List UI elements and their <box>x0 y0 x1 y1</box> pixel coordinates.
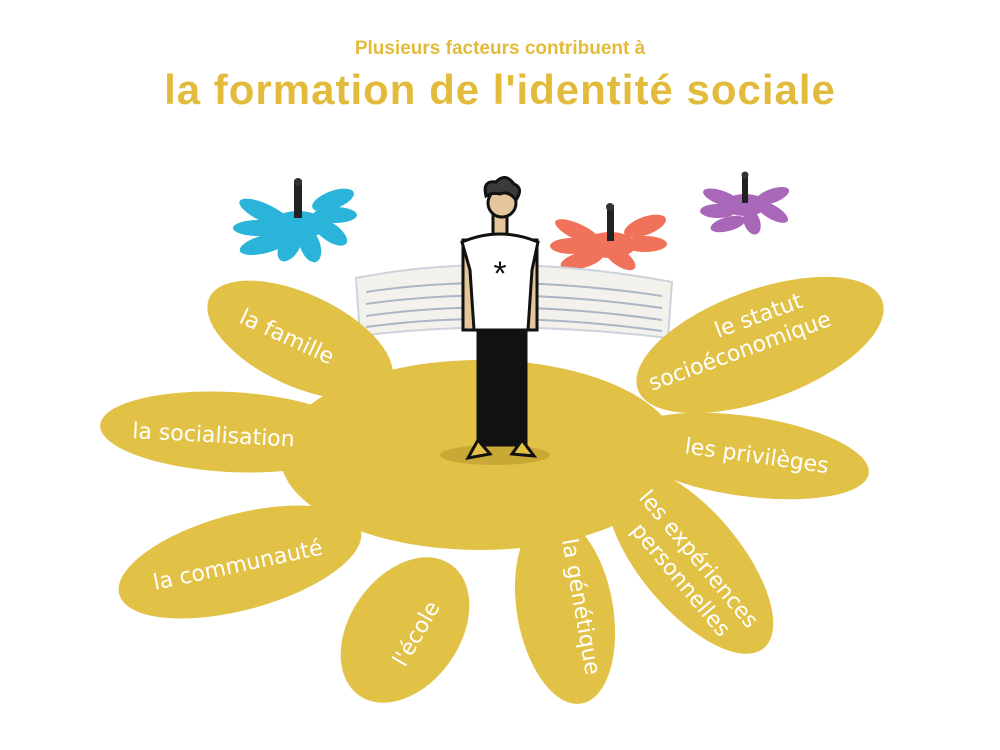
subtitle: Plusieurs facteurs contribuent à <box>354 38 646 59</box>
person-illustration: * <box>460 176 540 461</box>
svg-text:*: * <box>493 255 506 293</box>
page-title: la formation de l'identité sociale <box>164 66 836 113</box>
mini-diagram-blue <box>233 178 357 263</box>
mini-diagram-red <box>550 203 667 271</box>
mini-diagram-purple <box>700 171 790 235</box>
